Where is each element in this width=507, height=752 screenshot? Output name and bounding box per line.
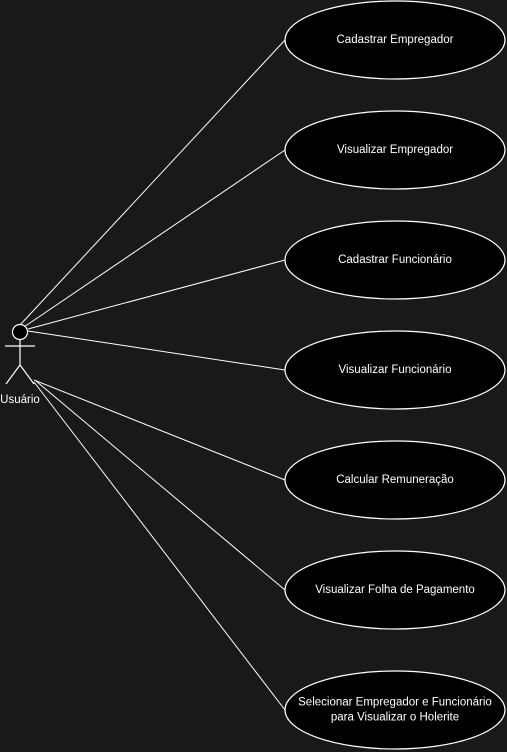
use-case-label: Selecionar Empregador e Funcionário	[298, 697, 492, 709]
association-line	[23, 149, 286, 328]
use-case-label: Cadastrar Empregador	[337, 34, 454, 46]
use-case-ellipse	[284, 330, 506, 410]
association-line	[19, 39, 286, 326]
use-case-ellipse	[284, 440, 506, 520]
use-case-ellipse	[284, 670, 506, 750]
actor-left-leg	[5, 364, 21, 385]
association-line	[27, 259, 286, 330]
association-lines	[19, 39, 286, 711]
use-case[interactable]: Cadastrar Empregador	[284, 0, 506, 80]
actor-right-leg	[19, 364, 35, 385]
use-case-label: Visualizar Folha de Pagamento	[315, 584, 475, 596]
use-case[interactable]: Visualizar Empregador	[284, 110, 506, 190]
use-case-ellipse	[284, 220, 506, 300]
use-case[interactable]: Visualizar Folha de Pagamento	[284, 550, 506, 630]
use-case-label: Calcular Remuneração	[336, 474, 454, 486]
use-case-ellipse	[284, 550, 506, 630]
use-case-label: Visualizar Funcionário	[339, 364, 452, 376]
use-case[interactable]: Calcular Remuneração	[284, 440, 506, 520]
association-line	[35, 380, 286, 591]
actor-label: Usuário	[0, 394, 40, 406]
use-case-ellipse	[284, 0, 506, 80]
use-case-label: para Visualizar o Holerite	[331, 712, 459, 724]
actor-head	[11, 323, 29, 341]
association-line	[33, 381, 286, 711]
use-case-ellipse	[284, 110, 506, 190]
use-case[interactable]: Visualizar Funcionário	[284, 330, 506, 410]
use-case-label: Cadastrar Funcionário	[338, 254, 452, 266]
association-line	[33, 379, 286, 481]
association-line	[27, 330, 286, 371]
use-case-label: Visualizar Empregador	[337, 144, 453, 156]
use-case[interactable]: Selecionar Empregador e Funcionário para …	[284, 670, 506, 750]
use-case[interactable]: Cadastrar Funcionário	[284, 220, 506, 300]
actor-usuario[interactable]: Usuário	[0, 323, 40, 407]
